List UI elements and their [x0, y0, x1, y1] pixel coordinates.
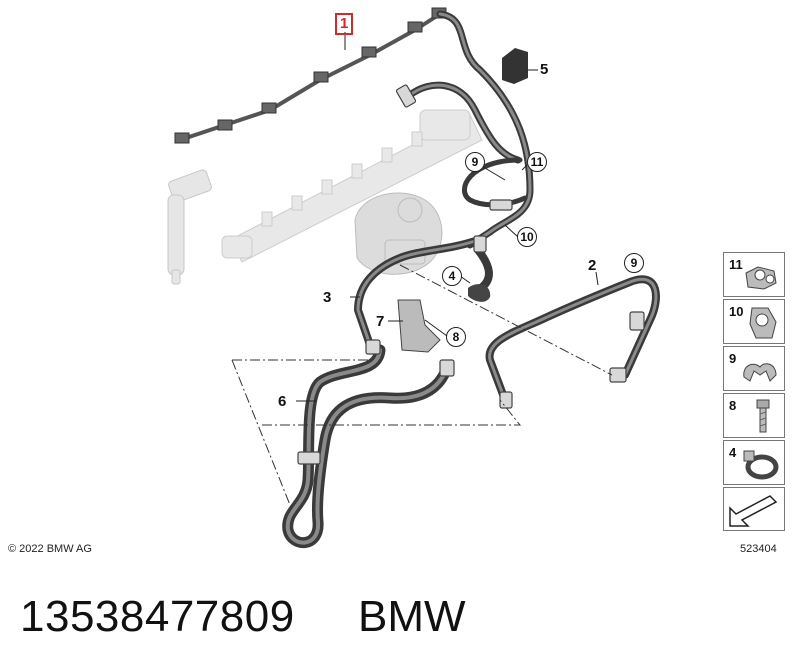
- callout-6: 6: [278, 393, 287, 410]
- diagram-number: 523404: [740, 543, 777, 555]
- reference-lines: [231, 264, 613, 506]
- callout-8: 8: [446, 327, 466, 347]
- legend-item-11[interactable]: 11: [723, 252, 785, 297]
- legend-item-9[interactable]: 9: [723, 346, 785, 391]
- callout-7: 7: [376, 313, 385, 330]
- pump-bracket: [397, 299, 441, 353]
- copyright-text: © 2022 BMW AG: [8, 543, 92, 555]
- fuel-hoses: [282, 10, 660, 549]
- hose-clamp-icon: [743, 450, 779, 480]
- injector-illustration: [167, 169, 212, 285]
- bolt-icon: [756, 399, 770, 433]
- hose-clip-holder-icon: [749, 307, 777, 339]
- legend-number: 11: [729, 257, 743, 272]
- part-number: 13538477809: [20, 592, 295, 641]
- callout-9-upper: 9: [465, 152, 485, 172]
- hose-connectors: [297, 84, 645, 465]
- legend-number: 10: [729, 304, 744, 319]
- brand-name: BMW: [358, 592, 466, 641]
- callout-11: 11: [527, 152, 547, 172]
- parts-legend: 11 10 9 8 4: [723, 252, 785, 533]
- holder-bracket: [502, 48, 528, 84]
- callout-10: 10: [517, 227, 537, 247]
- callout-4: 4: [442, 266, 462, 286]
- callout-1: 1: [335, 13, 354, 35]
- legend-number: 4: [729, 445, 737, 460]
- callout-2: 2: [588, 257, 597, 274]
- callout-3: 3: [323, 289, 332, 306]
- legend-number: 9: [729, 351, 737, 366]
- fuel-rail-illustration: [221, 109, 483, 263]
- legend-item-8[interactable]: 8: [723, 393, 785, 438]
- direction-arrow-icon: [729, 495, 778, 527]
- clamp-4: [468, 284, 491, 302]
- legend-item-10[interactable]: 10: [723, 299, 785, 344]
- callout-9-right: 9: [624, 253, 644, 273]
- legend-number: 8: [729, 398, 737, 413]
- hose-clip-double-icon: [745, 266, 777, 290]
- open-clip-icon: [743, 363, 777, 382]
- harness-clips: [174, 7, 447, 144]
- callout-5: 5: [540, 61, 549, 78]
- legend-direction-arrow: [723, 487, 785, 531]
- legend-item-4[interactable]: 4: [723, 440, 785, 485]
